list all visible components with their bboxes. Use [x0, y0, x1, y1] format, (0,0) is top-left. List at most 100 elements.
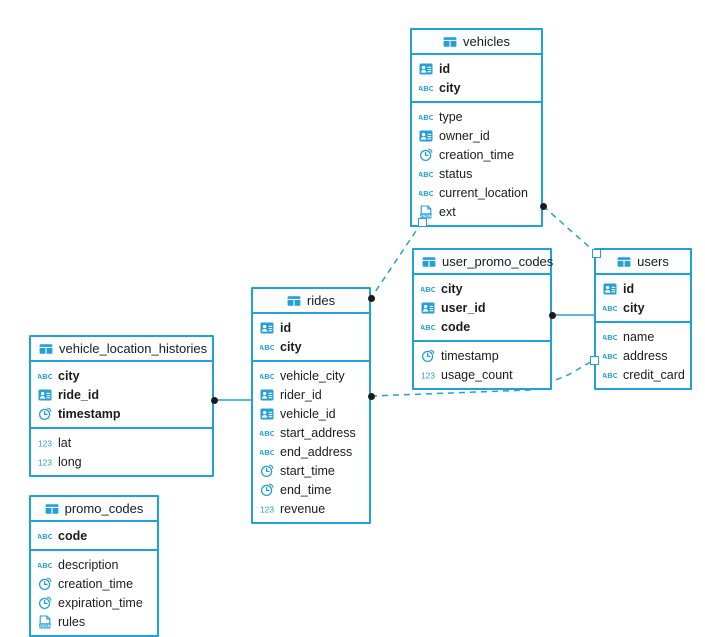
svg-text:ABC: ABC [260, 372, 274, 381]
abc-string-icon: ABC [421, 282, 435, 296]
table-header[interactable]: vehicle_location_histories [31, 337, 212, 362]
123-number-icon: 123 [38, 455, 52, 469]
column-row[interactable]: ABC credit_card [596, 365, 690, 384]
table-grid-icon [39, 342, 53, 356]
column-name: id [439, 61, 451, 76]
table-name: user_promo_codes [442, 254, 554, 269]
column-row[interactable]: timestamp [414, 346, 550, 365]
svg-text:ABC: ABC [421, 285, 435, 294]
column-name: status [439, 166, 473, 181]
relationship-line-vehicles-to-users[interactable] [542, 205, 597, 254]
abc-string-icon: ABC [419, 186, 433, 200]
table-header[interactable]: rides [253, 289, 369, 314]
relationship-endpoint-dot [367, 392, 375, 400]
json-document-icon: JSON [419, 204, 433, 219]
svg-text:123: 123 [260, 504, 274, 514]
column-name: user_id [441, 300, 486, 315]
column-name: type [439, 109, 463, 124]
123-number-icon: 123 [38, 436, 52, 450]
column-name: city [58, 368, 80, 383]
column-row[interactable]: start_time [253, 461, 369, 480]
id-card-icon [603, 282, 617, 296]
clock-timestamp-icon [38, 596, 52, 610]
column-name: credit_card [623, 367, 685, 382]
column-row[interactable]: owner_id [412, 126, 541, 145]
column-name: city [441, 281, 463, 296]
column-row[interactable]: id [253, 318, 369, 337]
column-row[interactable]: rider_id [253, 385, 369, 404]
abc-string-icon: ABC [260, 340, 274, 354]
column-row[interactable]: creation_time [412, 145, 541, 164]
table-header[interactable]: vehicles [412, 30, 541, 55]
svg-text:ABC: ABC [260, 343, 274, 352]
table-grid-icon [287, 294, 301, 308]
column-name: id [623, 281, 635, 296]
column-row[interactable]: ABC city [414, 279, 550, 298]
column-row[interactable]: vehicle_id [253, 404, 369, 423]
relationship-endpoint-dot [367, 294, 375, 302]
column-row[interactable]: expiration_time [31, 593, 157, 612]
table-header[interactable]: promo_codes [31, 497, 157, 522]
abc-string-icon: ABC [419, 81, 433, 95]
abc-string-icon: ABC [260, 426, 274, 440]
column-name: city [439, 80, 461, 95]
column-row[interactable]: ride_id [31, 385, 212, 404]
clock-timestamp-icon [260, 464, 274, 478]
123-number-icon: 123 [260, 502, 274, 516]
relationship-endpoint-square [591, 248, 601, 258]
column-row[interactable]: id [596, 279, 690, 298]
svg-text:ABC: ABC [38, 532, 52, 541]
column-row[interactable]: end_time [253, 480, 369, 499]
123-number-icon: 123 [421, 368, 435, 382]
column-row[interactable]: timestamp [31, 404, 212, 423]
id-card-icon [260, 388, 274, 402]
table-header[interactable]: user_promo_codes [414, 250, 554, 275]
column-row[interactable]: ABC city [412, 78, 541, 97]
column-name: owner_id [439, 128, 490, 143]
relationship-endpoint-dot [539, 202, 547, 210]
column-name: name [623, 329, 655, 344]
table-header[interactable]: users [596, 250, 690, 275]
column-name: city [623, 300, 645, 315]
svg-text:ABC: ABC [603, 352, 617, 361]
id-card-icon [260, 321, 274, 335]
svg-text:ABC: ABC [603, 371, 617, 380]
column-row[interactable]: user_id [414, 298, 550, 317]
column-name: ride_id [58, 387, 99, 402]
column-row[interactable]: creation_time [31, 574, 157, 593]
table-name: users [637, 254, 669, 269]
column-row[interactable]: id [412, 59, 541, 78]
table-grid-icon [617, 255, 631, 269]
